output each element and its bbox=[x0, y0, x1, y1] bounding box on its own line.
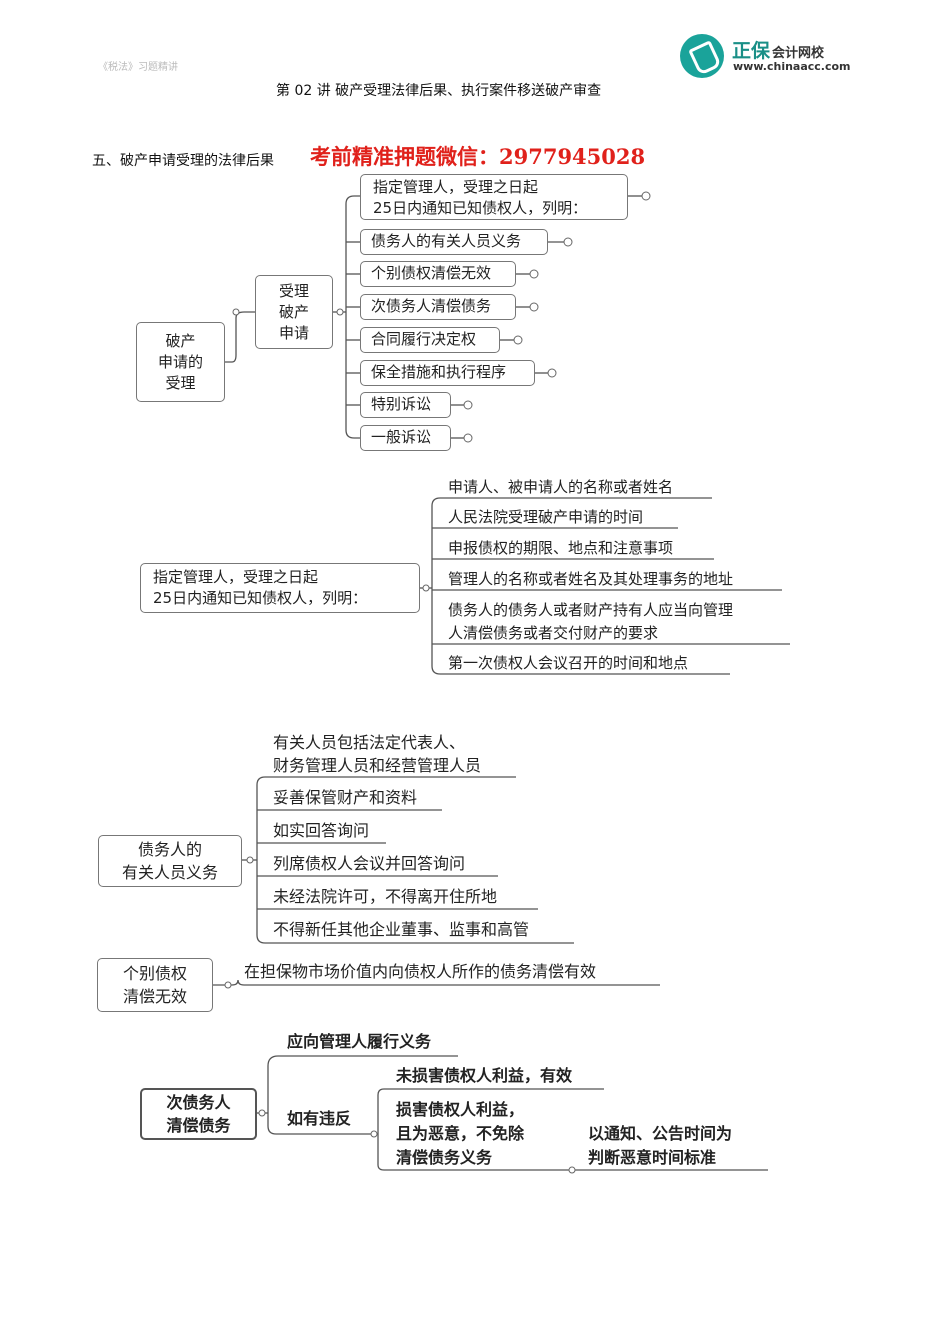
map3-item-2: 妥善保管财产和资料 bbox=[273, 788, 418, 807]
map5-item-2: 如有违反 bbox=[287, 1109, 352, 1128]
map1-item-7: 特别诉讼 bbox=[360, 392, 451, 418]
map2-item-2: 人民法院受理破产申请的时间 bbox=[448, 508, 644, 526]
map2-item-4: 管理人的名称或者姓名及其处理事务的地址 bbox=[448, 570, 734, 588]
map5-sub-3: 以通知、公告时间为 判断恶意时间标准 bbox=[588, 1124, 733, 1167]
map1-item-3: 个别债权清偿无效 bbox=[360, 261, 516, 287]
map2-item-5: 债务人的债务人或者财产持有人应当向管理 人清偿债务或者交付财产的要求 bbox=[448, 601, 734, 642]
map3-item-3: 如实回答询问 bbox=[273, 821, 370, 840]
map4-root: 个别债权 清偿无效 bbox=[97, 958, 213, 1012]
map2-item-6: 第一次债权人会议召开的时间和地点 bbox=[448, 654, 689, 672]
map5-sub-1: 未损害债权人利益，有效 bbox=[396, 1066, 573, 1085]
lecture-title: 第 02 讲 破产受理法律后果、执行案件移送破产审查 bbox=[276, 83, 602, 99]
map1-item-2: 债务人的有关人员义务 bbox=[360, 229, 548, 255]
map3-root: 债务人的 有关人员义务 bbox=[98, 835, 242, 887]
map3-item-5: 未经法院许可，不得离开住所地 bbox=[273, 887, 498, 906]
map1-root: 破产 申请的 受理 bbox=[136, 322, 225, 402]
map5-root: 次债务人 清偿债务 bbox=[140, 1088, 257, 1140]
brand-url: www.chinaacc.com bbox=[733, 60, 851, 73]
map1-item-8: 一般诉讼 bbox=[360, 425, 451, 451]
map5-item-1: 应向管理人履行义务 bbox=[287, 1032, 432, 1051]
watermark-text: 考前精准押题微信：2977945028 bbox=[310, 144, 646, 169]
map1-item-1: 指定管理人，受理之日起 25日内通知已知债权人，列明： bbox=[360, 174, 628, 220]
map3-item-4: 列席债权人会议并回答询问 bbox=[273, 854, 466, 873]
map1-item-4: 次债务人清偿债务 bbox=[360, 294, 516, 320]
brand-name: 正保会计网校 bbox=[732, 40, 825, 62]
map4-item: 在担保物市场价值内向债权人所作的债务清偿有效 bbox=[244, 962, 597, 981]
map1-mid: 受理 破产 申请 bbox=[255, 275, 333, 349]
map1-item-5: 合同履行决定权 bbox=[360, 327, 500, 353]
map3-item-1: 有关人员包括法定代表人、 财务管理人员和经营管理人员 bbox=[273, 733, 482, 775]
map5-sub-2: 损害债权人利益， 且为恶意，不免除 清偿债务义务 bbox=[396, 1100, 525, 1167]
map3-item-6: 不得新任其他企业董事、监事和高管 bbox=[273, 920, 530, 939]
map2-item-1: 申请人、被申请人的名称或者姓名 bbox=[448, 478, 674, 496]
header-faint-text: 《税法》习题精讲 bbox=[98, 62, 178, 73]
map2-item-3: 申报债权的期限、地点和注意事项 bbox=[448, 539, 674, 557]
map2-root: 指定管理人，受理之日起 25日内通知已知债权人，列明： bbox=[140, 563, 420, 613]
brand-logo-icon bbox=[680, 34, 724, 78]
map1-item-6: 保全措施和执行程序 bbox=[360, 360, 535, 386]
section-title: 五、破产申请受理的法律后果 bbox=[92, 153, 274, 169]
